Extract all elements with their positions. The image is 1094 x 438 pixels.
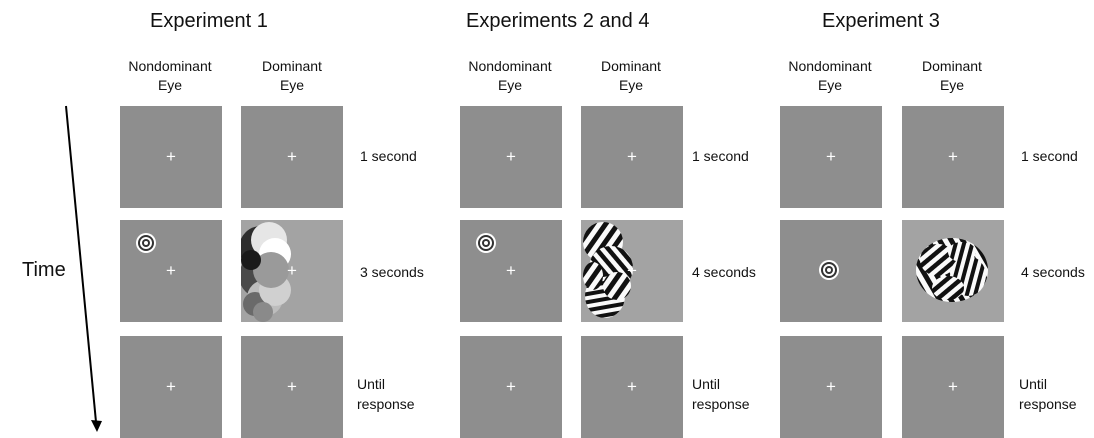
fixation-cross: +: [166, 147, 176, 166]
bullseye-target: [819, 260, 839, 280]
exp3-nondominant-target-panel: [780, 220, 882, 322]
exp1-duration-2: 3 seconds: [360, 264, 424, 280]
exp2-dominant-eye-label: Dominant Eye: [601, 58, 661, 93]
exp3-dominant-mask-panel: [902, 220, 1004, 322]
fixation-cross: +: [506, 261, 516, 280]
exp1-nondominant-response-panel: +: [120, 336, 222, 438]
exp1-dominant-response-panel: +: [241, 336, 343, 438]
exp1-dominant-mask-panel: +: [241, 220, 343, 322]
bullseye-target: [136, 233, 156, 253]
exp3-nondominant-eye-label: Nondominant Eye: [788, 58, 872, 93]
grey-circles-mask: [241, 222, 291, 322]
exp3-duration-2: 4 seconds: [1021, 264, 1085, 280]
exp1-nondominant-eye-label: Nondominant Eye: [128, 58, 212, 93]
fixation-cross: +: [627, 147, 637, 166]
exp2-dominant-mask-panel: +: [581, 220, 683, 322]
fixation-cross: +: [826, 147, 836, 166]
exp2-nondominant-response-panel: +: [460, 336, 562, 438]
exp3-dominant-fixation-panel: +: [902, 106, 1004, 208]
striped-mask-round: [916, 238, 988, 302]
striped-mask-vertical: [583, 222, 633, 318]
exp2-nondominant-fixation-panel: +: [460, 106, 562, 208]
time-arrow: [65, 105, 102, 432]
exp1-nondominant-target-panel: +: [120, 220, 222, 322]
exp3-dominant-response-panel: +: [902, 336, 1004, 438]
exp1-nondominant-fixation-panel: +: [120, 106, 222, 208]
exp1-duration-1: 1 second: [360, 148, 417, 164]
exp2-dominant-fixation-panel: +: [581, 106, 683, 208]
exp2-nondominant-target-panel: +: [460, 220, 562, 322]
experiment-2-title: Experiments 2 and 4: [466, 10, 650, 32]
exp2-dominant-response-panel: +: [581, 336, 683, 438]
exp3-duration-3: Until response: [1019, 376, 1077, 412]
fixation-cross: +: [627, 377, 637, 396]
exp2-duration-3: Until response: [692, 376, 750, 412]
bullseye-target: [476, 233, 496, 253]
exp2-duration-2: 4 seconds: [692, 264, 756, 280]
fixation-cross: +: [627, 261, 637, 280]
fixation-cross: +: [287, 261, 297, 280]
fixation-cross: +: [166, 377, 176, 396]
exp2-nondominant-eye-label: Nondominant Eye: [468, 58, 552, 93]
fixation-cross: +: [948, 377, 958, 396]
experiment-3-title: Experiment 3: [822, 10, 940, 32]
exp3-nondominant-response-panel: +: [780, 336, 882, 438]
fixation-cross: +: [948, 147, 958, 166]
fixation-cross: +: [287, 377, 297, 396]
fixation-cross: +: [166, 261, 176, 280]
experiment-1-title: Experiment 1: [150, 10, 268, 32]
fixation-cross: +: [506, 147, 516, 166]
exp1-dominant-fixation-panel: +: [241, 106, 343, 208]
exp3-duration-1: 1 second: [1021, 148, 1078, 164]
fixation-cross: +: [287, 147, 297, 166]
time-label: Time: [22, 259, 66, 281]
fixation-cross: +: [506, 377, 516, 396]
exp2-duration-1: 1 second: [692, 148, 749, 164]
exp1-duration-3: Until response: [357, 376, 415, 412]
exp1-dominant-eye-label: Dominant Eye: [262, 58, 322, 93]
exp3-dominant-eye-label: Dominant Eye: [922, 58, 982, 93]
fixation-cross: +: [826, 377, 836, 396]
exp3-nondominant-fixation-panel: +: [780, 106, 882, 208]
